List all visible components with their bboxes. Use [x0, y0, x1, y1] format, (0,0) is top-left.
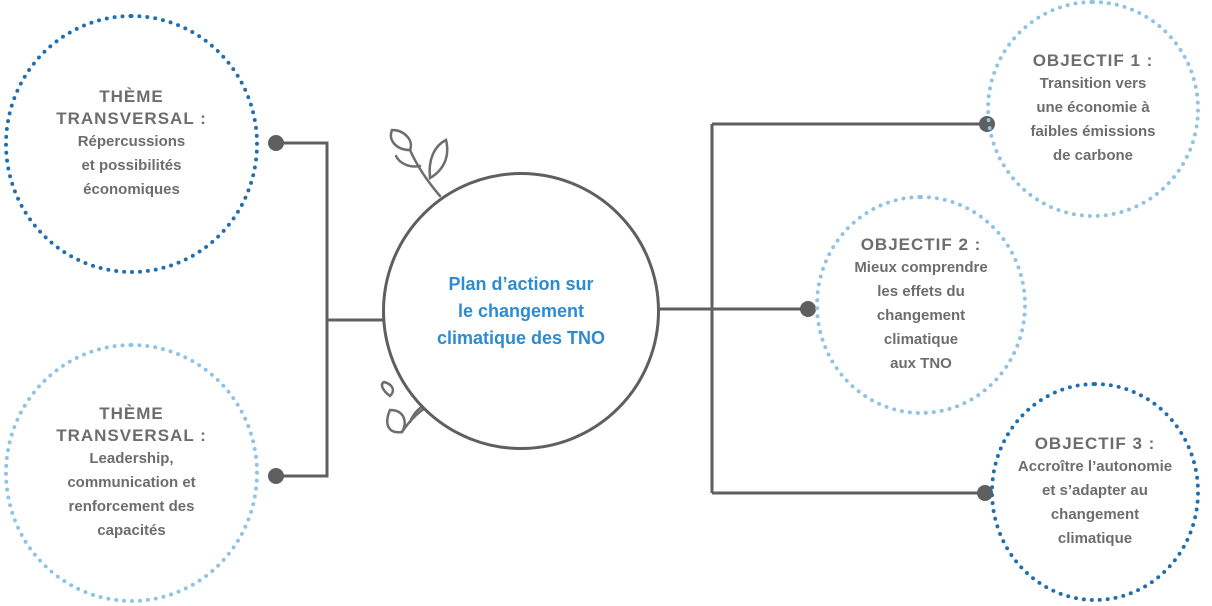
center-node-plan: Plan d’action sur le changement climatiq… — [382, 172, 660, 450]
theme-node-text: Répercussions et possibilités économique… — [77, 133, 186, 198]
node-dot-objective-3 — [977, 485, 993, 501]
objective-node-title: OBJECTIF 1 : — [1032, 51, 1154, 70]
connector-theme-2 — [276, 320, 329, 478]
objective-node-1: OBJECTIF 1 : Transition vers une économi… — [986, 0, 1200, 218]
objective-node-title: OBJECTIF 3 : — [1034, 434, 1156, 453]
node-dot-theme-2 — [268, 468, 284, 484]
objective-node-3: OBJECTIF 3 : Accroître l’autonomie et s’… — [990, 382, 1200, 602]
objective-node-text: Accroître l’autonomie et s’adapter au ch… — [1017, 458, 1173, 547]
objective-node-text: Mieux comprendre les effets du changemen… — [854, 259, 988, 372]
node-dot-objective-2 — [800, 301, 816, 317]
theme-node-text: Leadership, communication et renforcemen… — [67, 450, 196, 539]
center-node-text: Plan d’action sur le changement climatiq… — [436, 273, 606, 348]
theme-node-title: THÈME TRANSVERSAL : — [56, 87, 207, 128]
connector-theme-1 — [276, 141, 329, 320]
theme-node-title: THÈME TRANSVERSAL : — [56, 404, 207, 445]
objective-node-2: OBJECTIF 2 : Mieux comprendre les effets… — [815, 195, 1027, 415]
objective-node-title: OBJECTIF 2 : — [860, 235, 982, 254]
leaf-sprig-icon — [389, 128, 449, 198]
node-dot-theme-1 — [268, 135, 284, 151]
theme-node-leadership: THÈME TRANSVERSAL : Leadership, communic… — [4, 343, 259, 603]
theme-node-economic: THÈME TRANSVERSAL : Répercussions et pos… — [4, 14, 259, 274]
objective-node-text: Transition vers une économie à faibles é… — [1030, 75, 1156, 164]
